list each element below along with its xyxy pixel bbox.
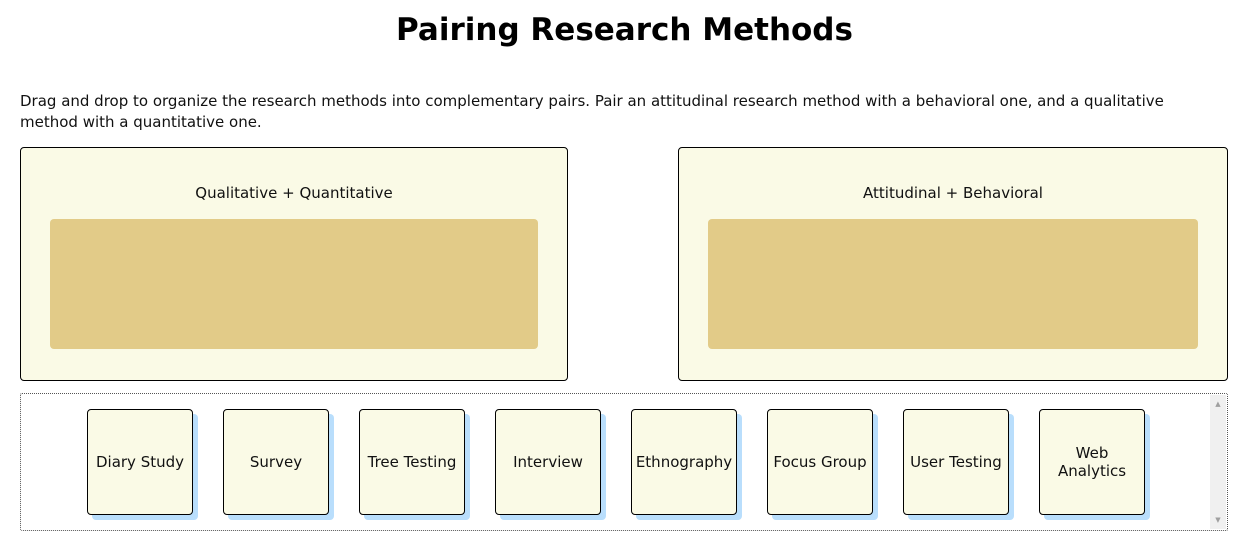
pair-label: Qualitative + Quantitative — [195, 184, 393, 202]
method-card-diary-study[interactable]: Diary Study — [87, 409, 193, 515]
method-card-focus-group[interactable]: Focus Group — [767, 409, 873, 515]
method-card-ethnography[interactable]: Ethnography — [631, 409, 737, 515]
method-card-user-testing[interactable]: User Testing — [903, 409, 1009, 515]
pool-scrollbar[interactable]: ▲ ▼ — [1210, 395, 1226, 529]
pair-box-qualitative-quantitative: Qualitative + Quantitative — [20, 147, 568, 381]
method-cards-pool[interactable]: Diary Study Survey Tree Testing Intervie… — [20, 393, 1228, 531]
instructions-text: Drag and drop to organize the research m… — [20, 92, 1164, 131]
scroll-up-icon[interactable]: ▲ — [1215, 400, 1221, 408]
pair-box-attitudinal-behavioral: Attitudinal + Behavioral — [678, 147, 1228, 381]
scroll-down-icon[interactable]: ▼ — [1215, 516, 1221, 524]
drop-zone-qualitative-quantitative[interactable] — [50, 219, 538, 349]
method-card-interview[interactable]: Interview — [495, 409, 601, 515]
page-title: Pairing Research Methods — [396, 12, 853, 48]
drop-zone-attitudinal-behavioral[interactable] — [708, 219, 1198, 349]
method-card-tree-testing[interactable]: Tree Testing — [359, 409, 465, 515]
method-card-survey[interactable]: Survey — [223, 409, 329, 515]
method-card-web-analytics[interactable]: Web Analytics — [1039, 409, 1145, 515]
pair-label: Attitudinal + Behavioral — [863, 184, 1043, 202]
